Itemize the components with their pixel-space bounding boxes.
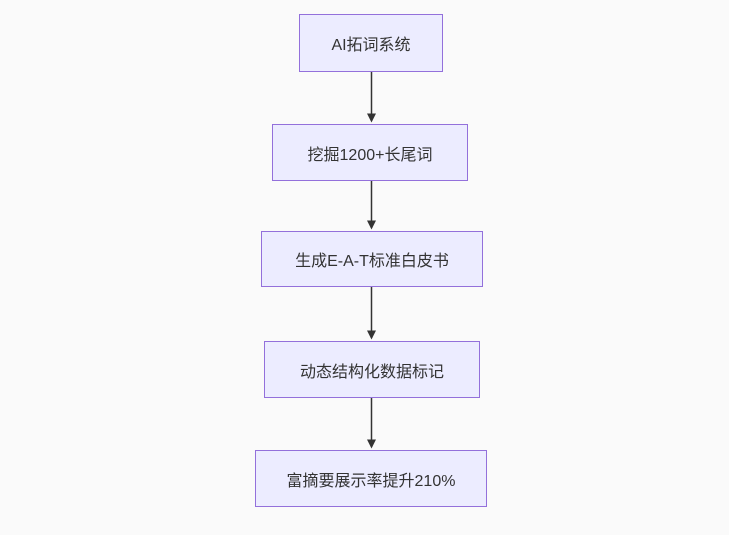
flow-node-label: 生成E-A-T标准白皮书 [295, 253, 449, 270]
flow-node-rich-snippet-result: 富摘要展示率提升210% [255, 450, 487, 507]
flow-node-structured-data-markup: 动态结构化数据标记 [264, 341, 480, 398]
flow-node-label: 动态结构化数据标记 [299, 363, 444, 381]
flow-node-label: 富摘要展示率提升210% [286, 472, 456, 490]
flow-node-eat-whitepaper: 生成E-A-T标准白皮书 [261, 231, 483, 287]
flow-node-longtail-mining: 挖掘1200+长尾词 [272, 124, 468, 181]
flow-node-label: 挖掘1200+长尾词 [307, 146, 433, 164]
flow-node-label: AI拓词系统 [331, 37, 411, 54]
flow-node-ai-keyword-system: AI拓词系统 [299, 14, 443, 72]
